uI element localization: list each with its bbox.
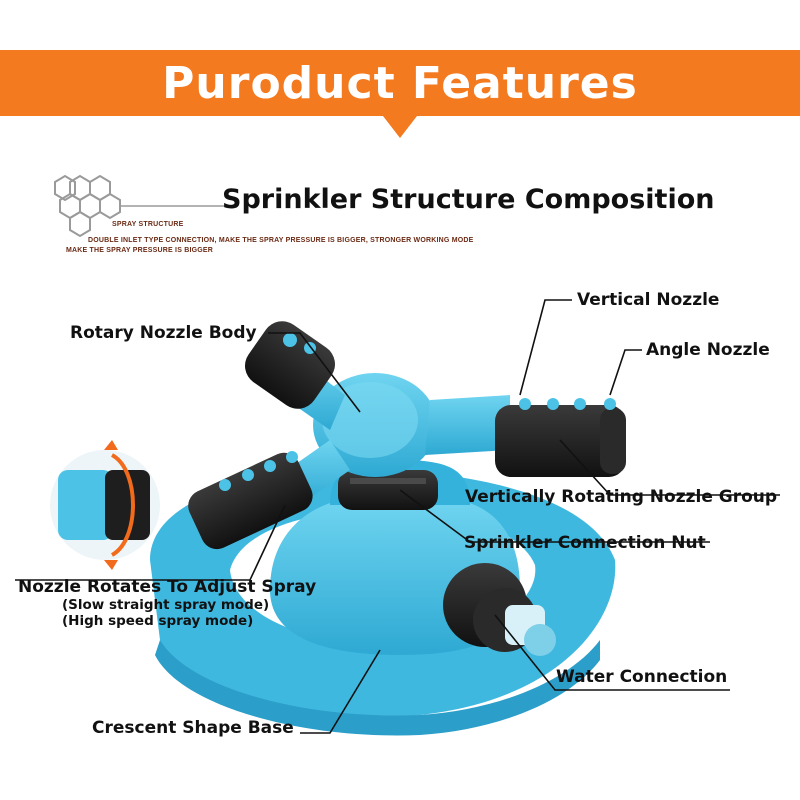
nozzle-rotates-label: Nozzle Rotates To Adjust Spray	[18, 577, 317, 597]
water-connection-shape	[443, 563, 556, 656]
banner-arrow	[383, 116, 417, 138]
note-line-1: DOUBLE INLET TYPE CONNECTION, MAKE THE S…	[88, 237, 474, 244]
high-mode-label: (High speed spray mode)	[62, 613, 254, 629]
hexagon-logo-icon	[54, 174, 228, 238]
rotating-nozzle-group-label: Vertically Rotating Nozzle Group	[465, 487, 778, 507]
nozzle-detail-circle	[50, 440, 160, 570]
features-banner: Puroduct Features	[0, 50, 800, 116]
angle-nozzle-label: Angle Nozzle	[646, 340, 770, 360]
note-line-2: MAKE THE SPRAY PRESSURE IS BIGGER	[66, 247, 214, 254]
banner-title: Puroduct Features	[162, 57, 638, 109]
water-connection-label: Water Connection	[556, 667, 728, 687]
section-heading: Sprinkler Structure Composition	[222, 184, 715, 215]
slow-mode-label: (Slow straight spray mode)	[62, 597, 270, 613]
rotary-nozzle-body-label: Rotary Nozzle Body	[70, 323, 257, 343]
vertical-nozzle-label: Vertical Nozzle	[577, 290, 720, 310]
crescent-base-label: Crescent Shape Base	[92, 718, 294, 738]
logo-caption: SPRAY STRUCTURE	[112, 221, 184, 228]
connection-nut-label: Sprinkler Connection Nut	[464, 533, 706, 553]
connection-nut-shape	[338, 470, 438, 510]
